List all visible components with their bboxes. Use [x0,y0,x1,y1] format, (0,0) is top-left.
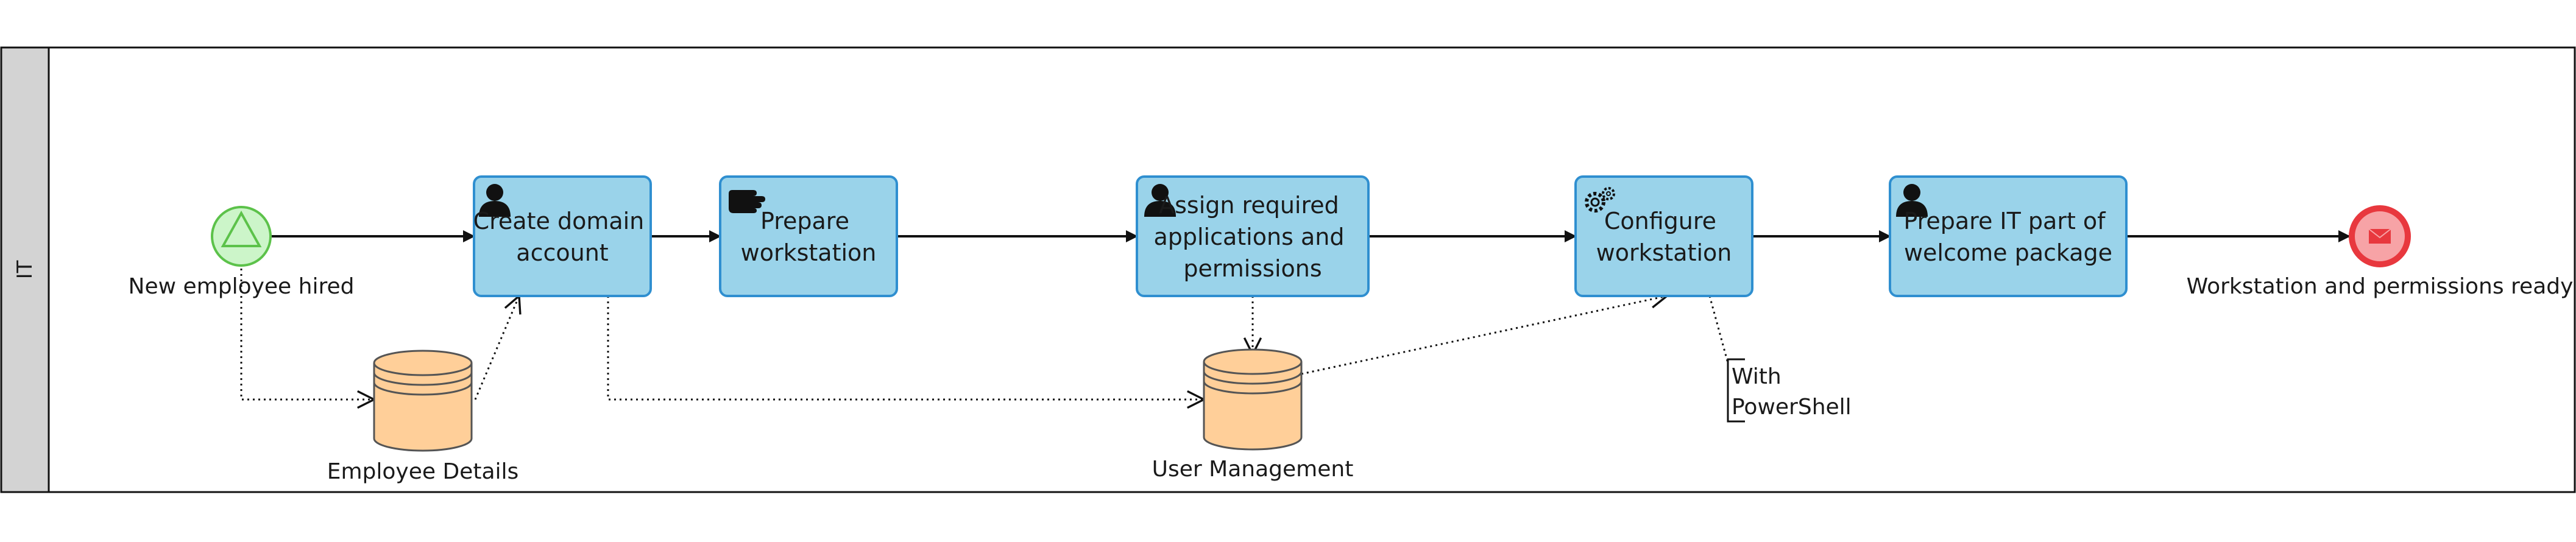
task-label: Assign required applications and permiss… [1153,192,1351,282]
data-store-label: User Management [1152,457,1354,482]
task-label-line: Prepare IT part of [1903,208,2106,234]
association-user-management-to-configure[interactable] [1301,296,1667,375]
start-event[interactable] [211,206,272,267]
task-label: Prepare IT part of welcome package [1903,208,2112,266]
data-store-employee-details[interactable] [373,350,473,452]
end-event[interactable] [2349,205,2411,267]
task-label-line: Create domain [473,208,645,234]
task-label-line: welcome package [1904,239,2112,266]
task-label-line: permissions [1183,255,1322,282]
start-event-label: New employee hired [129,274,355,299]
task-prepare-workstation[interactable]: Prepare workstation [719,175,898,297]
association-configure-to-annotation[interactable] [1708,295,1729,364]
task-label: Configure workstation [1596,208,1732,266]
data-store-user-management[interactable] [1203,348,1303,451]
association-employee-details-to-create[interactable] [474,296,519,400]
data-store-label: Employee Details [327,459,519,484]
task-label-line: Configure [1604,208,1716,234]
annotation-line: PowerShell [1732,395,1852,420]
signal-triangle-icon [221,210,262,247]
task-label-line: applications and [1153,223,1344,250]
manual-task-icon [729,190,765,213]
association-create-to-user-management[interactable] [607,296,1204,399]
task-label-line: Prepare [760,208,849,234]
task-configure-workstation[interactable]: Configure workstation [1574,175,1753,297]
end-event-label: Workstation and permissions ready [2187,274,2574,299]
annotation-line: With [1732,364,1782,389]
service-task-icon [1585,187,1615,213]
user-task-icon [479,184,511,217]
task-label-line: account [516,239,608,266]
task-label: Create domain account [473,208,652,266]
task-assign-applications-permissions[interactable]: Assign required applications and permiss… [1136,175,1370,297]
message-envelope-icon [2368,228,2391,244]
lane-header[interactable] [0,46,50,493]
task-create-domain-account[interactable]: Create domain account [473,175,652,297]
task-label-line: workstation [741,239,877,266]
data-associations [240,263,1729,400]
task-prepare-welcome-package[interactable]: Prepare IT part of welcome package [1889,175,2128,297]
user-task-icon [1896,184,1928,217]
annotation-text: With PowerShell [1732,364,1852,420]
lane-label: IT [13,260,37,279]
association-start-to-employee-details[interactable] [240,263,374,399]
task-label-line: workstation [1596,239,1732,266]
text-annotation[interactable]: With PowerShell [1727,358,1852,423]
task-label: Prepare workstation [741,208,877,266]
task-label-line: Assign required [1159,192,1339,219]
user-task-icon [1144,184,1176,217]
